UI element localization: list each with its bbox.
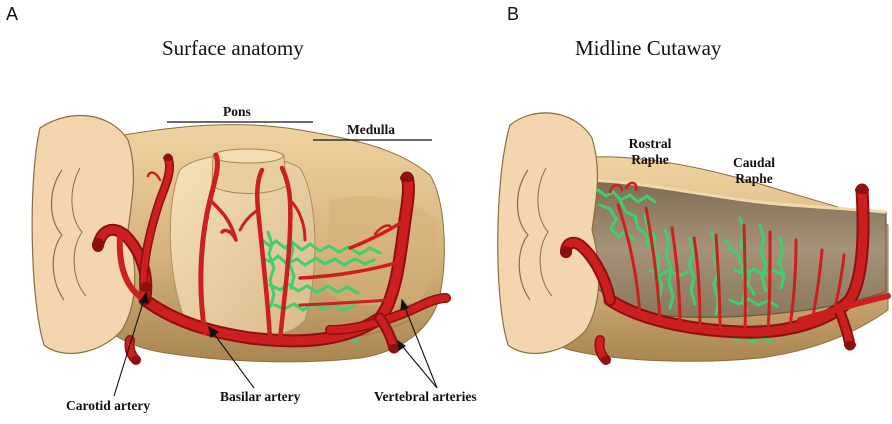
- panel-a-letter: A: [6, 4, 18, 25]
- rostral-raphe-label-line1: Rostral: [620, 136, 680, 152]
- rostral-raphe-label-line2: Raphe: [620, 152, 680, 168]
- panel-b-brainstem: [498, 113, 888, 364]
- panel-a-title: Surface anatomy: [162, 36, 304, 61]
- panel-b-cut-slice: [498, 113, 599, 354]
- panel-b-letter: B: [507, 4, 519, 25]
- carotid-artery-label: Carotid artery: [66, 398, 150, 414]
- pons-label: Pons: [223, 104, 251, 120]
- caudal-raphe-label-line2: Raphe: [723, 171, 785, 187]
- medulla-label: Medulla: [347, 122, 395, 138]
- rostral-raphe-label: Rostral Raphe: [620, 136, 680, 168]
- panel-b-title: Midline Cutaway: [575, 36, 721, 61]
- vertebral-arteries-label: Vertebral arteries: [374, 389, 477, 405]
- panel-a-brainstem: [32, 116, 446, 397]
- caudal-raphe-label: Caudal Raphe: [723, 155, 785, 187]
- caudal-raphe-label-line1: Caudal: [723, 155, 785, 171]
- basilar-artery-label: Basilar artery: [220, 389, 300, 405]
